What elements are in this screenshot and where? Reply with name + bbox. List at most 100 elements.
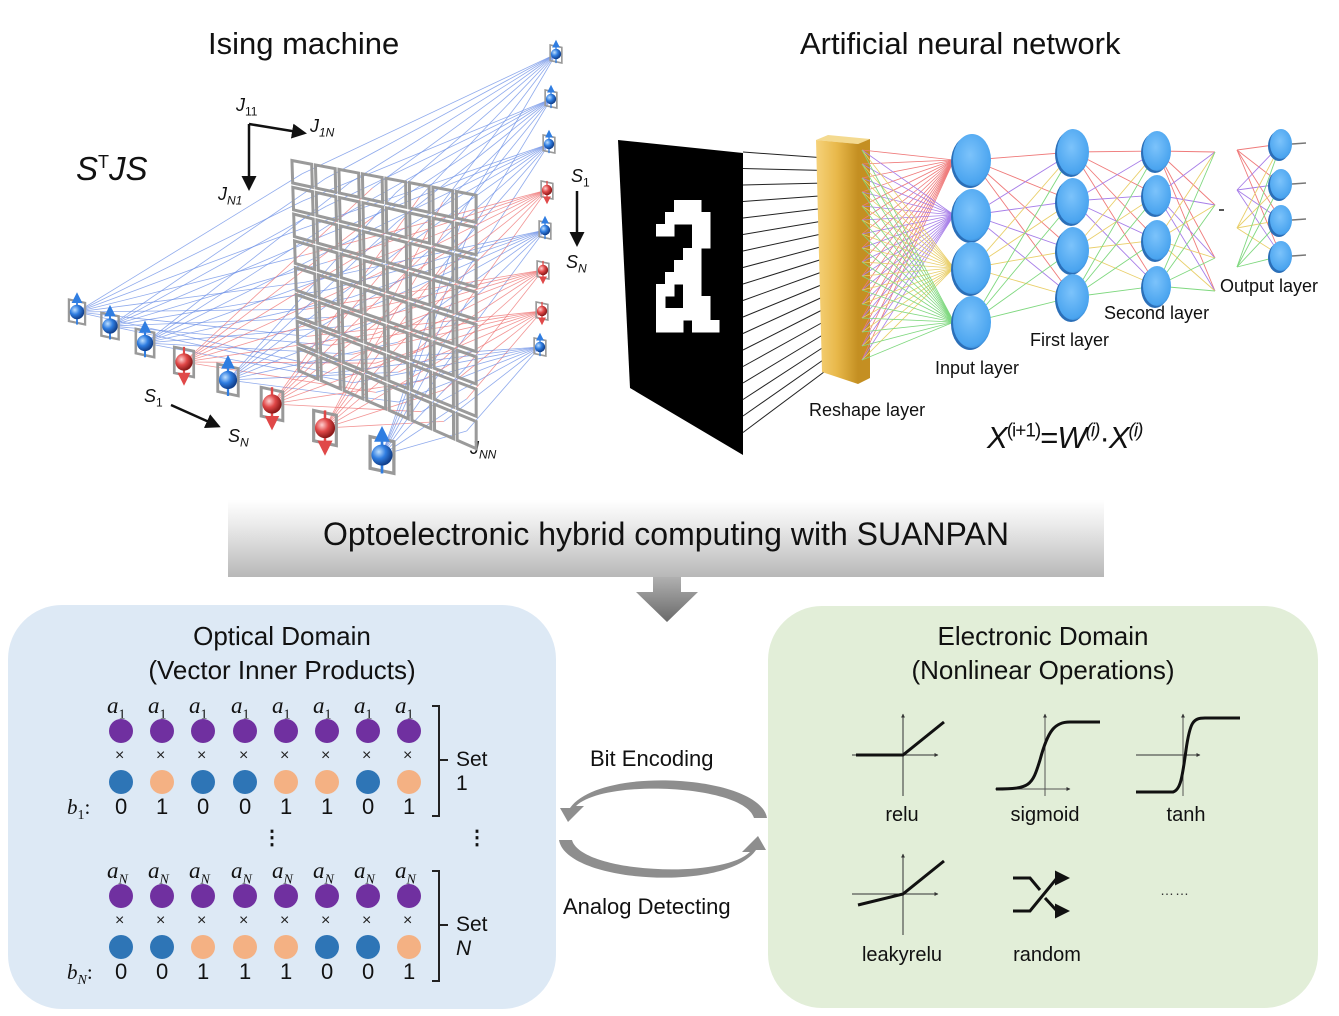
coupling-matrix-cell — [337, 167, 361, 200]
ising-diagram — [67, 39, 585, 476]
coupling-matrix-cell — [386, 353, 410, 391]
a-element-label: a1 — [272, 693, 291, 723]
input-connection — [861, 159, 955, 179]
coupling-matrix-cell — [408, 211, 432, 246]
coupling-line — [227, 379, 399, 403]
coupling-matrix-cell — [431, 185, 455, 220]
layer-connection — [1156, 194, 1216, 292]
a-value-dot — [109, 719, 133, 743]
bit-value: 1 — [156, 794, 169, 819]
optical-subtitle: (Vector Inner Products) — [148, 655, 416, 685]
bottom-spin — [216, 354, 240, 398]
neuron — [1143, 131, 1171, 171]
coupling-matrix-cell — [296, 345, 320, 382]
coupling-line — [420, 229, 546, 321]
coupling-matrix-cell — [384, 176, 408, 210]
output-layer-label: Output layer — [1220, 276, 1319, 296]
reshape-connection — [742, 332, 827, 384]
input-connection — [861, 214, 955, 221]
set-1-label: Set 1 — [456, 748, 488, 795]
coupling-line — [324, 420, 445, 429]
reshape-bar-top — [816, 135, 870, 144]
layer-connection — [971, 214, 1074, 298]
output-line — [1291, 182, 1307, 185]
input-connection — [861, 163, 955, 323]
coupling-line — [271, 288, 421, 405]
set-n-label: Set N — [456, 913, 488, 960]
spin-down-arrow-icon — [539, 276, 547, 285]
right-sn-label: SN — [566, 252, 587, 276]
output-line — [1291, 254, 1307, 257]
coupling-line — [465, 98, 552, 240]
sigmoid-label: sigmoid — [1010, 804, 1080, 826]
input-connection — [861, 159, 955, 263]
coupling-line — [76, 281, 306, 313]
digit-pixel — [656, 224, 666, 237]
a-element-label: a1 — [354, 693, 373, 723]
input-connection — [861, 149, 955, 216]
electronic-subtitle: (Nonlinear Operations) — [911, 655, 1175, 685]
spin-down-arrow-icon — [317, 440, 333, 456]
suanpan-banner: Optoelectronic hybrid computing with SUA… — [228, 500, 1104, 577]
reshape-connection — [742, 168, 827, 171]
coupling-matrix-cell — [295, 319, 319, 354]
coupling-matrix-cell — [387, 383, 410, 422]
spin-up-arrow-icon — [71, 292, 83, 303]
input-connection — [861, 159, 955, 333]
input-connection — [861, 159, 955, 305]
bit-dot — [356, 770, 380, 794]
input-connection — [861, 163, 955, 269]
ann-diagram — [618, 129, 1307, 455]
bit-value: 0 — [321, 959, 334, 984]
coupling-line — [466, 346, 541, 432]
input-connection — [861, 321, 955, 333]
coupling-matrix-cell — [314, 190, 338, 223]
coupling-line — [227, 311, 398, 381]
input-connection — [861, 261, 955, 269]
bit-value: 1 — [280, 959, 293, 984]
reshape-bar — [816, 140, 858, 384]
input-connection — [861, 321, 955, 361]
coupling-line — [144, 182, 350, 344]
digit-pixel — [656, 308, 666, 321]
right-spin — [536, 259, 550, 285]
multiply-sign: × — [156, 912, 166, 929]
reshape-connection — [742, 245, 827, 268]
spin-ball — [371, 444, 393, 466]
bit-value: 0 — [156, 959, 169, 984]
coupling-matrix-cell — [432, 340, 455, 378]
a-value-dot — [274, 719, 298, 743]
coupling-line — [373, 143, 550, 247]
bottom-s1-label: S1 — [144, 386, 163, 410]
coupling-line — [466, 269, 544, 368]
digit-pixel — [683, 308, 693, 321]
neuron — [1270, 205, 1292, 235]
input-connection — [861, 149, 955, 161]
digit-pixel — [656, 284, 666, 297]
bit-encoding-label: Bit Encoding — [590, 746, 714, 771]
coupling-line — [76, 227, 304, 313]
input-connection — [861, 159, 955, 249]
reshape-connection — [742, 151, 827, 159]
second-layer-label: Second layer — [1104, 303, 1210, 323]
reshape-connection — [742, 207, 827, 219]
a-value-dot — [233, 719, 257, 743]
digit-pixel — [674, 212, 684, 225]
bit-value: 0 — [362, 794, 375, 819]
digit-pixel — [701, 212, 711, 225]
spin-ball — [534, 341, 546, 353]
layer-connection — [1072, 194, 1158, 298]
coupling-matrix-cell — [455, 284, 478, 322]
input-connection — [861, 267, 955, 319]
digit-pixel — [692, 272, 702, 285]
tanh-plot-icon — [1136, 713, 1240, 796]
reshape-connection — [742, 270, 827, 301]
input-connection — [861, 214, 955, 319]
coupling-line — [271, 227, 420, 405]
output-line — [1291, 142, 1307, 145]
a-element-label: a1 — [148, 693, 167, 723]
coupling-line — [443, 189, 548, 297]
neuron — [953, 242, 991, 294]
spin-up-arrow-icon — [138, 320, 152, 333]
right-spin — [535, 300, 549, 326]
